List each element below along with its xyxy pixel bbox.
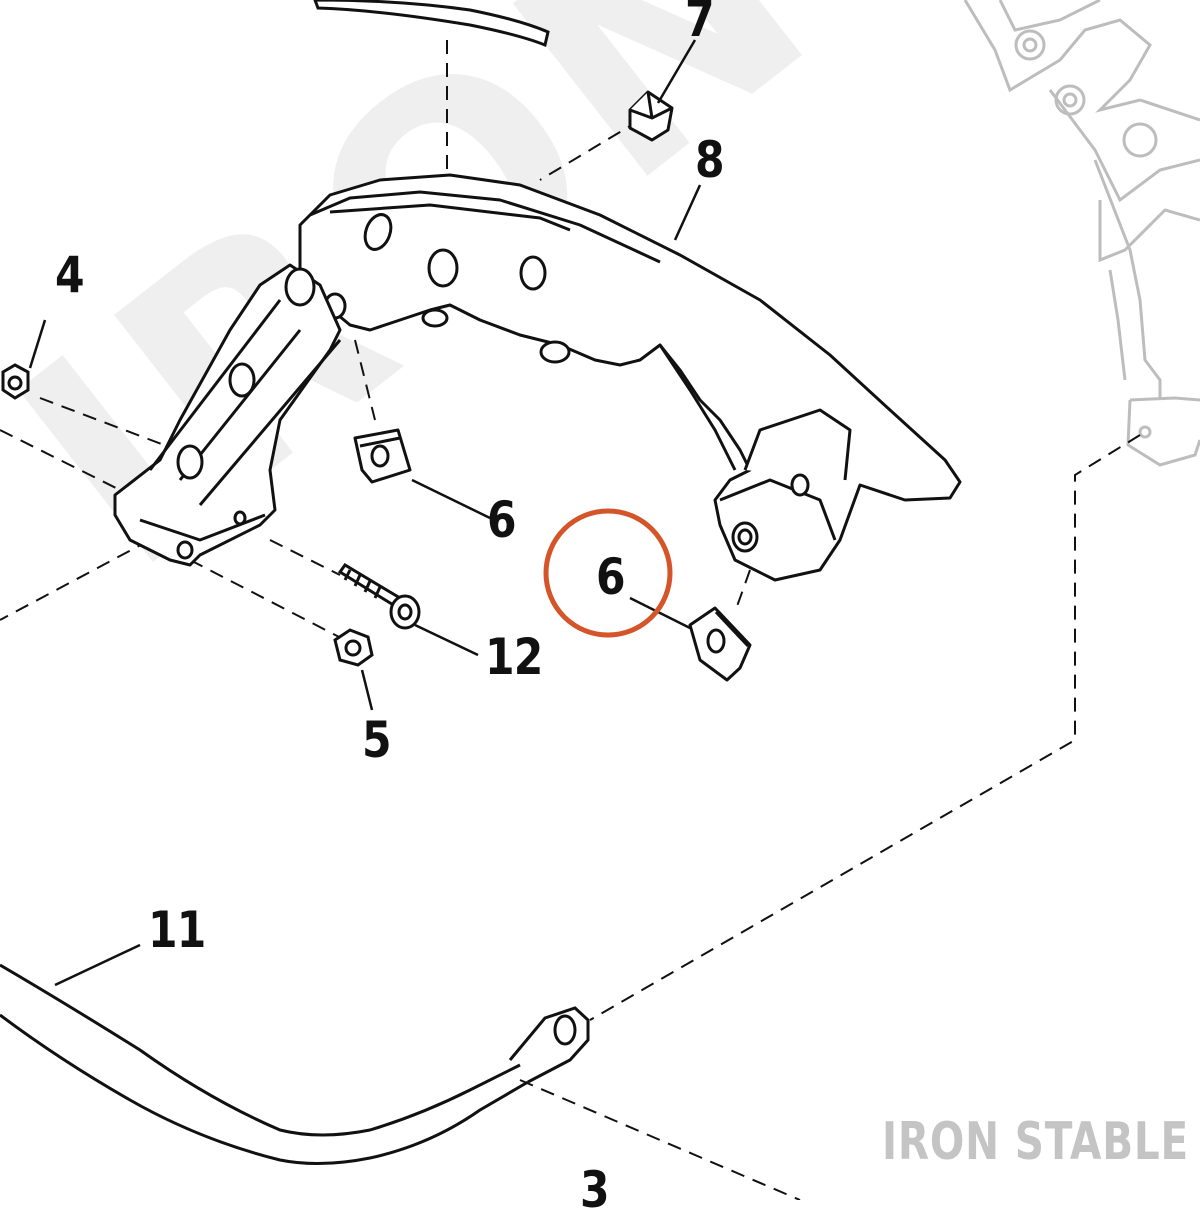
callout-4: 4 <box>55 246 85 304</box>
callout-3: 3 <box>580 1161 610 1219</box>
callout-11: 11 <box>148 901 206 959</box>
callout-7: 7 <box>685 0 715 48</box>
bolt-part-12 <box>337 563 421 630</box>
callout-6-highlighted: 6 <box>596 548 626 606</box>
bracket-arm-part <box>113 263 342 567</box>
clip-part-7 <box>628 90 674 142</box>
highlight-circle <box>543 508 673 638</box>
upper-strip-part <box>313 0 550 48</box>
brand-logo-text: IRON STABLE <box>882 1112 1190 1172</box>
callout-leader-lines <box>28 39 702 987</box>
callout-5: 5 <box>362 711 392 769</box>
nut-part-4 <box>1 363 30 400</box>
callout-12: 12 <box>485 628 543 686</box>
clip-nut-part-6-lower <box>688 606 752 682</box>
callout-6-upper: 6 <box>487 491 517 549</box>
ghost-frame-section <box>963 0 1200 467</box>
rod-part-11 <box>0 963 590 1166</box>
callout-8: 8 <box>695 131 725 189</box>
clip-nut-part-6-upper <box>353 428 412 484</box>
nut-part-5 <box>333 628 374 667</box>
fender-bracket-part <box>298 173 962 582</box>
